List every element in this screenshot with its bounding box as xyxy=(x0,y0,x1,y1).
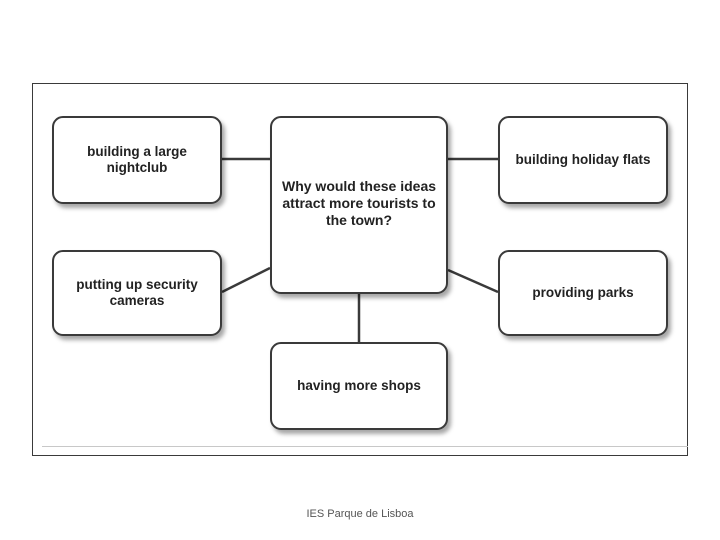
central-question-text: Why would these ideas attract more touri… xyxy=(281,178,437,228)
idea-label-holiday-flats: building holiday flats xyxy=(515,152,651,167)
connector-security-cameras xyxy=(221,266,271,294)
footer-text: IES Parque de Lisboa xyxy=(306,508,414,520)
idea-label-more-shops: having more shops xyxy=(297,378,421,393)
idea-box-parks: providing parks xyxy=(498,250,668,336)
idea-label-parks: providing parks xyxy=(532,285,634,300)
idea-box-nightclub: building a large nightclub xyxy=(52,116,222,204)
idea-box-more-shops: having more shops xyxy=(270,342,448,430)
idea-label-security-cameras: putting up security cameras xyxy=(76,277,198,308)
frame-inner-rule xyxy=(42,446,688,447)
idea-box-security-cameras: putting up security cameras xyxy=(52,250,222,336)
central-question-box: Why would these ideas attract more touri… xyxy=(270,116,448,294)
idea-label-nightclub: building a large nightclub xyxy=(87,144,187,175)
connector-parks xyxy=(447,268,499,294)
idea-box-holiday-flats: building holiday flats xyxy=(498,116,668,204)
